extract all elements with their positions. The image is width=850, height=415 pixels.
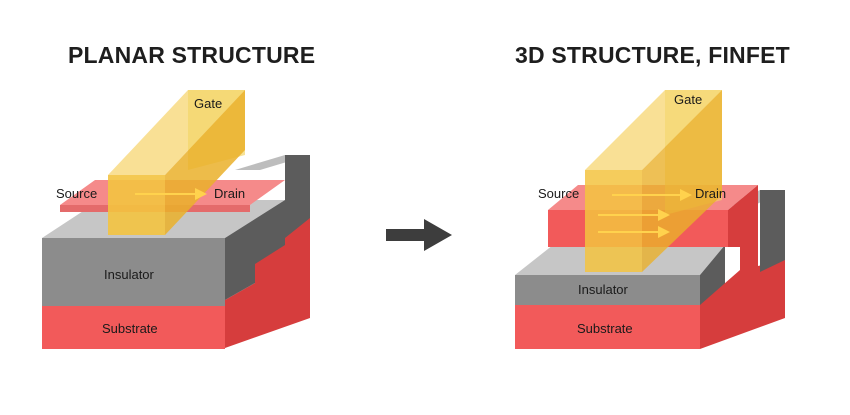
planar-insulator-side: [225, 200, 285, 300]
planar-title: PLANAR STRUCTURE: [68, 42, 316, 68]
finfet-structure: Gate Source Drain Insulator Substrate: [515, 90, 785, 349]
finfet-source-label: Source: [538, 186, 579, 201]
planar-gate-label: Gate: [194, 96, 222, 111]
finfet-insulator-label: Insulator: [578, 282, 629, 297]
planar-structure: Gate Source Drain Insulator Substrate: [42, 90, 310, 349]
finfet-fin-side: [728, 185, 758, 285]
finfet-back-wall-side: [760, 190, 785, 272]
planar-gate-front: [108, 175, 165, 235]
finfet-gate-front: [585, 170, 642, 272]
finfet-drain-label: Drain: [695, 186, 726, 201]
finfet-insulator-front: [515, 275, 700, 305]
planar-back-wall-side: [285, 155, 310, 238]
finfet-title: 3D STRUCTURE, FINFET: [515, 42, 790, 68]
planar-insulator-front: [42, 238, 225, 306]
finfet-substrate-front: [515, 305, 700, 349]
finfet-substrate-side: [700, 260, 785, 349]
planar-substrate-label: Substrate: [102, 321, 158, 336]
finfet-substrate-label: Substrate: [577, 321, 633, 336]
planar-gate-side: [165, 90, 245, 235]
planar-drain-label: Drain: [214, 186, 245, 201]
planar-substrate-front: [42, 306, 225, 349]
planar-substrate-back-side: [225, 200, 310, 348]
finfet-gate-label: Gate: [674, 92, 702, 107]
transition-arrow: [386, 219, 452, 251]
planar-source-label: Source: [56, 186, 97, 201]
planar-insulator-label: Insulator: [104, 267, 155, 282]
